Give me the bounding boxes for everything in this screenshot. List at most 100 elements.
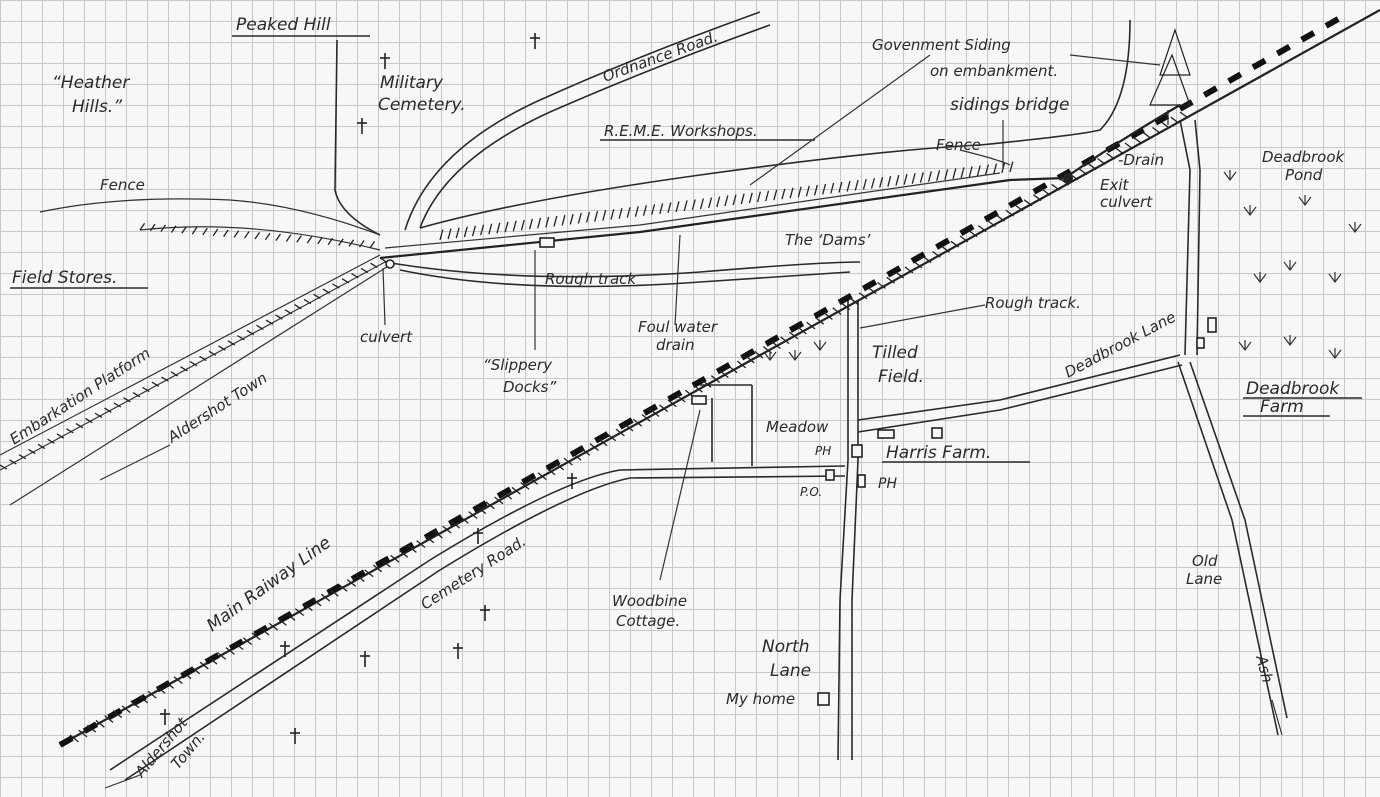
hatch-mark bbox=[130, 700, 140, 709]
hatch-mark bbox=[113, 402, 122, 408]
label-ash: Ash bbox=[1252, 652, 1277, 684]
field-stores-line bbox=[139, 226, 381, 251]
hatch-mark bbox=[634, 206, 639, 217]
hatch-mark bbox=[496, 222, 501, 234]
hatch-mark bbox=[161, 376, 169, 382]
hatch-mark bbox=[805, 185, 810, 197]
ph-building-1 bbox=[851, 444, 863, 458]
hatch-mark bbox=[675, 201, 680, 212]
hatch-mark bbox=[202, 227, 208, 236]
hatch-mark bbox=[849, 297, 859, 305]
hatch-mark bbox=[650, 409, 660, 417]
hatch-mark bbox=[862, 178, 867, 190]
hatch-mark bbox=[858, 292, 868, 300]
hatch-mark bbox=[537, 472, 547, 481]
pointer-aldershot-top bbox=[99, 444, 171, 481]
hatch-mark bbox=[773, 189, 778, 201]
hatch-mark bbox=[932, 250, 941, 258]
label-the-dams: The ‘Dams’ bbox=[785, 231, 871, 249]
hatch-mark bbox=[830, 182, 835, 194]
marsh-tuft-icon bbox=[1348, 222, 1362, 233]
hatch-mark bbox=[832, 307, 842, 315]
hatch-mark bbox=[561, 214, 566, 226]
hatch-mark bbox=[996, 214, 1005, 222]
hatch-mark bbox=[658, 404, 669, 413]
hatch-mark bbox=[1005, 209, 1015, 217]
hatch-mark bbox=[756, 191, 761, 203]
hatch-mark bbox=[112, 710, 123, 718]
hatch-mark bbox=[941, 245, 950, 253]
hatch-mark bbox=[728, 365, 738, 374]
deadbrook-farm-building-1 bbox=[1207, 317, 1217, 333]
label-woodbine-cottage-2: Cottage. bbox=[616, 612, 680, 630]
label-po: P.O. bbox=[800, 485, 822, 499]
label-north-lane-1: North bbox=[762, 637, 810, 657]
label-rough-track-2: Rough track. bbox=[985, 294, 1081, 312]
hatch-mark bbox=[450, 520, 461, 529]
hatch-mark bbox=[317, 236, 323, 245]
hatch-mark bbox=[294, 304, 302, 310]
hatch-mark bbox=[164, 681, 175, 689]
hatch-mark bbox=[886, 276, 895, 284]
marsh-tuft-icon bbox=[1238, 340, 1252, 351]
hatch-mark bbox=[455, 227, 460, 239]
pointer-aldershot-bottom bbox=[104, 774, 141, 789]
harris-lane-south bbox=[857, 364, 1183, 433]
hatch-mark bbox=[919, 172, 924, 183]
cemetery-road-south bbox=[124, 475, 846, 781]
hatch-mark bbox=[56, 433, 65, 439]
hatch-mark bbox=[121, 705, 131, 714]
hatch-mark bbox=[0, 464, 8, 470]
hatch-mark bbox=[379, 257, 388, 263]
hatch-mark bbox=[1106, 152, 1115, 160]
hatch-mark bbox=[191, 227, 198, 235]
hatch-mark bbox=[846, 180, 851, 192]
hatch-mark bbox=[1014, 204, 1024, 212]
hatch-mark bbox=[1097, 157, 1106, 165]
hatch-mark bbox=[641, 414, 651, 422]
hatch-mark bbox=[139, 222, 146, 231]
hatch-mark bbox=[312, 598, 322, 607]
pointer-woodbine bbox=[659, 409, 701, 581]
hatch-mark bbox=[1133, 137, 1143, 145]
hatch-mark bbox=[797, 186, 802, 198]
hatch-mark bbox=[904, 266, 914, 274]
ordnance-road-edge bbox=[419, 24, 771, 229]
hatch-mark bbox=[546, 467, 556, 476]
hatch-mark bbox=[598, 438, 608, 447]
old-lane-east bbox=[1189, 361, 1288, 719]
hatch-mark bbox=[285, 234, 292, 242]
hatch-mark bbox=[351, 272, 359, 279]
hatch-mark bbox=[977, 225, 987, 233]
hatch-mark bbox=[569, 213, 574, 225]
fence-top bbox=[959, 149, 1011, 166]
label-drain: -Drain bbox=[1118, 151, 1164, 169]
hatch-mark bbox=[313, 293, 321, 300]
hatch-mark bbox=[242, 637, 253, 646]
hatch-mark bbox=[1023, 199, 1033, 207]
hatch-mark bbox=[264, 232, 271, 241]
hatch-mark bbox=[346, 579, 357, 587]
hatch-mark bbox=[879, 176, 884, 188]
hatch-mark bbox=[708, 197, 713, 209]
hatch-mark bbox=[867, 287, 877, 295]
hatch-mark bbox=[683, 200, 688, 212]
siding-line-upper bbox=[384, 172, 1001, 249]
hatch-mark bbox=[632, 418, 643, 427]
label-deadbrook-farm-2: Farm bbox=[1260, 397, 1304, 417]
siding-embankment-hatch bbox=[439, 161, 1014, 241]
cross-icon bbox=[453, 643, 463, 659]
label-fence-left: Fence bbox=[100, 176, 145, 194]
cross-icon bbox=[357, 118, 367, 134]
main-line-embankment-hatch bbox=[69, 111, 1189, 743]
hatch-mark bbox=[554, 462, 565, 471]
hatch-mark bbox=[322, 288, 331, 294]
hatch-mark bbox=[329, 588, 339, 597]
marsh-tuft-icon bbox=[1328, 348, 1342, 359]
hatch-mark bbox=[447, 228, 452, 240]
pointer-ash bbox=[1271, 699, 1283, 736]
aldershot-line-top bbox=[9, 264, 391, 506]
marsh-tuft-icon bbox=[788, 350, 802, 361]
marsh-tuft-icon bbox=[813, 340, 827, 351]
